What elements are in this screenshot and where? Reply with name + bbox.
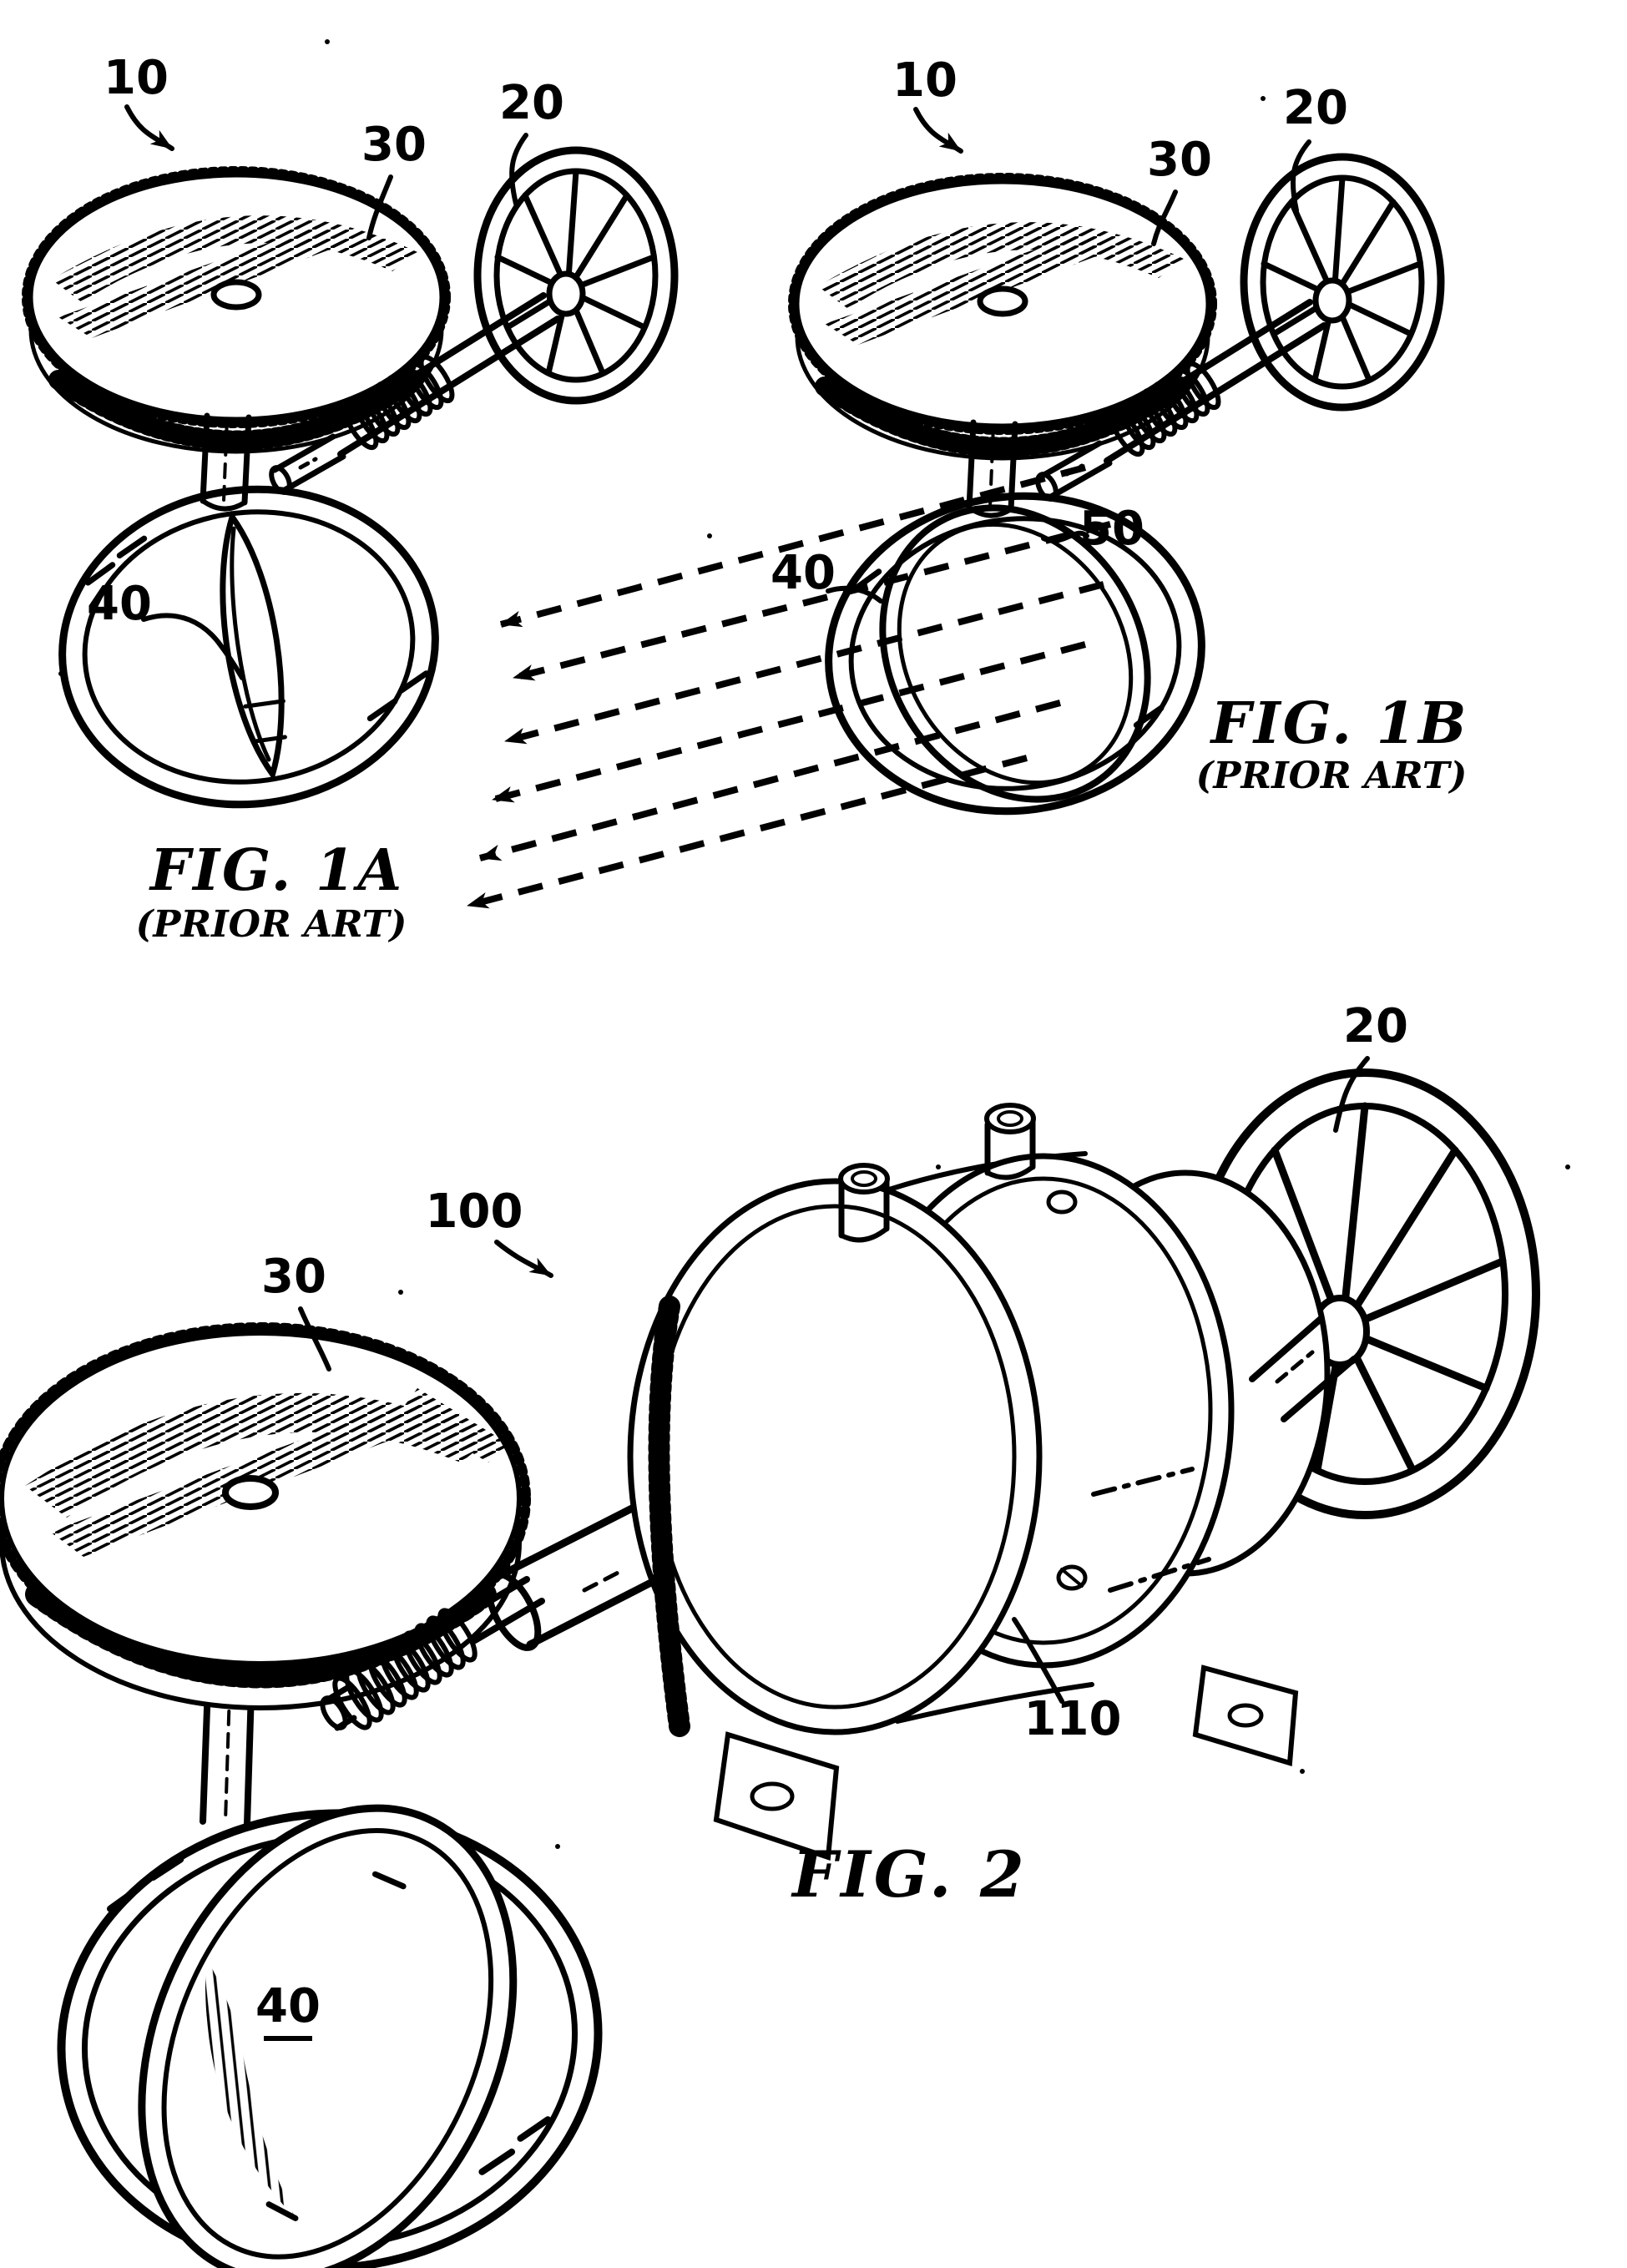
worm-gear-fig2 xyxy=(0,1322,531,1710)
ref-50-leader-fig1b xyxy=(1041,530,1089,543)
ref-20-leader-fig1a xyxy=(509,133,528,206)
ref-40-leader-fig1a xyxy=(141,613,245,680)
fig1b: 10 30 20 40 50 FIG. 1B (PRIOR ART) xyxy=(466,53,1469,909)
caption-fig1a: FIG. 1A xyxy=(149,837,404,904)
subcaption-fig1a: (PRIOR ART) xyxy=(136,903,407,946)
airflow-lines xyxy=(466,464,1111,909)
motor-fig2 xyxy=(627,1103,1357,1861)
fig2: 100 30 20 110 40 FIG. 2 xyxy=(0,999,1540,2268)
motor-foot-rear xyxy=(1192,1664,1299,1766)
ref-40-fig1a: 40 xyxy=(87,577,152,631)
wheel-vane-1b xyxy=(879,504,1151,803)
caption-fig2: FIG. 2 xyxy=(791,1837,1028,1912)
ref-30-fig1a: 30 xyxy=(361,118,427,172)
ref-30-fig2: 30 xyxy=(261,1250,326,1304)
terminal-boss-front xyxy=(838,1163,890,1243)
fig1a: 10 30 20 40 FIG. 1A (PRIOR ART) xyxy=(26,51,675,946)
ref-110-leader-fig2 xyxy=(1012,1617,1064,1704)
screw-side xyxy=(1056,1564,1088,1591)
ref-10-arrow-fig1b xyxy=(913,107,963,154)
band-wheel-1a xyxy=(58,485,439,809)
ref-10-fig1b: 10 xyxy=(892,53,958,108)
ref-100-arrow-fig2 xyxy=(494,1240,553,1278)
motor-front-plate xyxy=(627,1178,1043,1735)
ref-40-fig1b: 40 xyxy=(771,546,836,600)
ref-30-leader-fig1a xyxy=(366,174,393,240)
caption-fig1b: FIG. 1B xyxy=(1210,690,1469,757)
gear-center-hole-fig2 xyxy=(222,1475,279,1510)
ref-30-fig1b: 30 xyxy=(1147,133,1212,187)
ref-110-fig2: 110 xyxy=(1024,1692,1122,1746)
wheel-vane-fig2 xyxy=(138,1804,518,2268)
subcaption-fig1b: (PRIOR ART) xyxy=(1196,755,1468,797)
ref-100-fig2: 100 xyxy=(426,1185,523,1239)
wheel-vane-1a xyxy=(220,510,285,781)
ref-20-fig2: 20 xyxy=(1343,999,1408,1053)
ref-20-fig1a: 20 xyxy=(499,76,564,130)
ref-30-leader-fig2 xyxy=(298,1306,331,1371)
screw-top xyxy=(1046,1190,1078,1215)
ref-50-fig1b: 50 xyxy=(1079,502,1144,556)
band-wheel-fig2 xyxy=(57,1804,603,2268)
ref-20-leader-fig2 xyxy=(1333,1056,1370,1133)
scan-specks xyxy=(58,39,1570,1849)
ref-30-leader-fig1b xyxy=(1151,189,1178,246)
ref-20-leader-fig1b xyxy=(1290,139,1311,213)
ref-40-fig2: 40 xyxy=(255,1979,321,2033)
ref-10-fig1a: 10 xyxy=(104,51,169,105)
motor-foot-front xyxy=(713,1731,840,1861)
assembly-1b xyxy=(792,157,1441,516)
front-plate-hatch xyxy=(648,1296,690,1737)
terminal-boss-rear xyxy=(984,1103,1036,1180)
band-wheel-1b xyxy=(825,492,1205,816)
ref-10-arrow-fig1a xyxy=(124,104,174,151)
ref-40-leader-fig1b xyxy=(826,585,883,604)
wheel-hatch-fig2 xyxy=(205,1957,296,2219)
assembly-1a xyxy=(26,150,675,509)
ref-20-fig1b: 20 xyxy=(1283,81,1348,135)
